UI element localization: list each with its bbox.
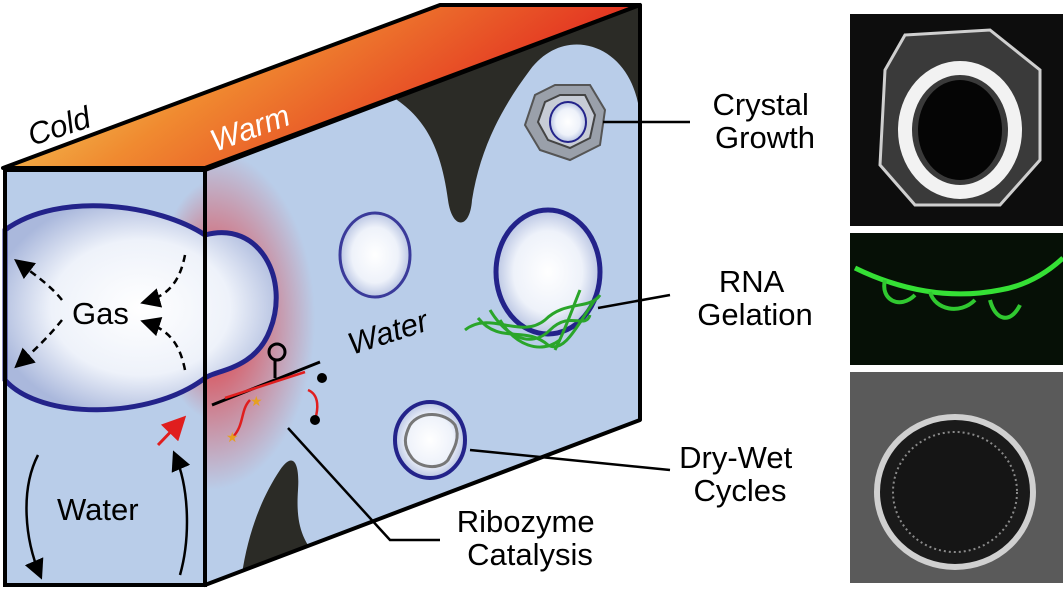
callout-lines [287, 120, 690, 542]
dried-residue [403, 413, 459, 468]
callout-rna-gelation: RNA Gelation [697, 264, 812, 332]
callout-ribozyme-catalysis: Ribozyme Catalysis [457, 504, 603, 572]
micrograph-dry-wet [850, 372, 1063, 583]
convection-arrows-water [24, 450, 191, 580]
micrograph-crystal [850, 14, 1063, 226]
convection-arrows-gas [14, 254, 187, 371]
callout-dry-wet-cycles: Dry-Wet Cycles [679, 440, 801, 508]
gas-bubble [2, 203, 279, 413]
heat-flow-arrow [156, 415, 187, 447]
micrograph-rna-gel [850, 233, 1063, 365]
front-water-label: Water [57, 492, 139, 527]
small-bubble [338, 211, 412, 299]
svg-text:★: ★ [250, 393, 263, 409]
gas-label: Gas [72, 296, 129, 331]
side-face-water [205, 5, 640, 585]
svg-text:★: ★ [226, 429, 239, 445]
ribozyme-molecules: ★ ★ [211, 342, 327, 445]
callout-crystal-growth: Crystal Growth [712, 87, 817, 155]
rna-gel-strands [464, 289, 602, 351]
crystal [523, 84, 607, 162]
